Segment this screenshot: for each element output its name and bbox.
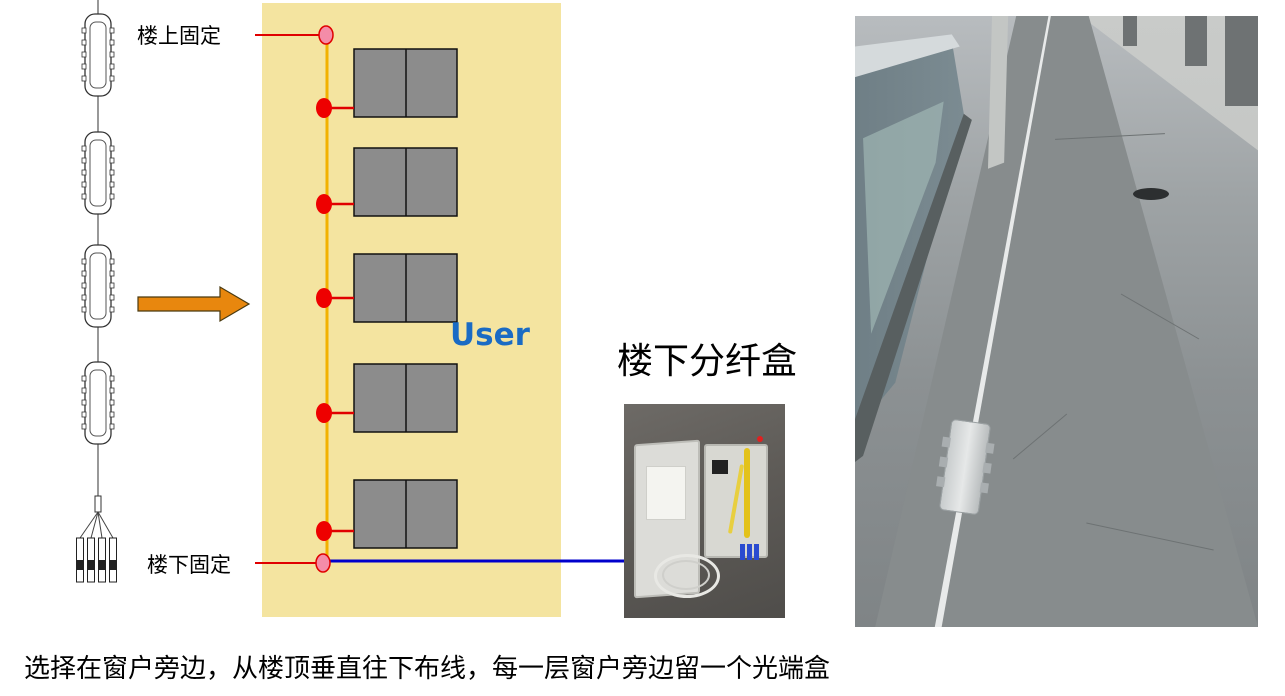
prefab-clip xyxy=(81,387,87,394)
prefab-clip xyxy=(109,193,115,200)
caption: 选择在窗户旁边，从楼顶垂直往下布线，每一层窗户旁边留一个光端盒 xyxy=(24,654,831,684)
column xyxy=(987,16,1009,169)
corridor-window xyxy=(1225,16,1258,106)
prefab-clip xyxy=(109,270,115,277)
prefab-clip xyxy=(81,39,87,46)
prefab-clip xyxy=(81,423,87,430)
fiber-connector-band xyxy=(87,560,95,570)
splitter-module xyxy=(712,460,728,474)
prefab-clip xyxy=(81,27,87,34)
fixing-point-icon xyxy=(318,25,334,45)
fixing-point-icon xyxy=(315,553,331,573)
connector-icon xyxy=(747,544,752,560)
label-bottom-fixed: 楼下固定 xyxy=(147,553,231,577)
prefab-unit-inner xyxy=(89,252,107,320)
prefab-clip xyxy=(81,51,87,58)
fiber-connector-band xyxy=(98,560,106,570)
cable-coil xyxy=(654,554,720,598)
prefab-clip xyxy=(81,193,87,200)
prefab-clip xyxy=(109,27,115,34)
prefab-clip xyxy=(109,423,115,430)
clamp-tab xyxy=(979,482,989,494)
clamp-tab xyxy=(985,442,995,454)
prefab-clip xyxy=(81,63,87,70)
cable-coil xyxy=(662,560,710,590)
prefab-clip xyxy=(109,63,115,70)
prefab-clip xyxy=(81,306,87,313)
clamp-tab xyxy=(982,462,992,474)
prefab-clip xyxy=(109,399,115,406)
terminal-box-icon xyxy=(316,403,332,423)
fanout-fiber xyxy=(90,511,99,539)
indicator-light xyxy=(757,436,763,442)
prefab-clip xyxy=(81,157,87,164)
floors xyxy=(316,48,458,549)
prefab-clip xyxy=(109,181,115,188)
corridor-window xyxy=(1185,16,1207,66)
prefab-clip xyxy=(81,169,87,176)
prefab-unit-inner xyxy=(89,369,107,437)
clamp-tab xyxy=(938,456,949,468)
prefab-clip xyxy=(81,270,87,277)
fanout-fiber xyxy=(97,511,103,539)
prefab-clip xyxy=(109,157,115,164)
prefab-clip xyxy=(81,258,87,265)
prefab-clip xyxy=(81,75,87,82)
prefab-clip xyxy=(109,145,115,152)
prefab-clip xyxy=(109,39,115,46)
prefab-clip xyxy=(109,387,115,394)
box-label-sheet xyxy=(646,466,686,520)
prefab-clip xyxy=(81,399,87,406)
fiber-connector-band xyxy=(76,560,84,570)
prefab-clip xyxy=(109,51,115,58)
prefab-clip xyxy=(81,145,87,152)
terminal-box-icon xyxy=(316,288,332,308)
prefab-clip xyxy=(81,181,87,188)
prefab-clip xyxy=(109,258,115,265)
terminal-box-icon xyxy=(316,194,332,214)
prefab-unit-inner xyxy=(89,139,107,207)
label-top-fixed: 楼上固定 xyxy=(137,24,221,48)
prefab-clip xyxy=(109,306,115,313)
prefab-clip xyxy=(81,411,87,418)
fiber-connector-band xyxy=(109,560,117,570)
splitter-box-photo xyxy=(624,404,785,618)
connector-icon xyxy=(740,544,745,560)
prefab-clip xyxy=(109,294,115,301)
prefab-clip xyxy=(109,375,115,382)
prefab-clip xyxy=(81,375,87,382)
clamp-tab xyxy=(941,436,951,448)
fanout-fiber xyxy=(97,511,114,539)
right-arrow-icon xyxy=(137,285,251,323)
terminal-box-icon xyxy=(316,521,332,541)
fanout-body xyxy=(94,495,102,513)
prefab-clip xyxy=(81,294,87,301)
prefab-clip xyxy=(81,282,87,289)
prefab-clip xyxy=(109,75,115,82)
fiber-cable xyxy=(744,448,750,538)
prefab-unit-icon xyxy=(84,131,112,215)
fanout-fiber xyxy=(79,511,99,539)
corridor-window xyxy=(1123,16,1137,46)
prefab-clip xyxy=(109,169,115,176)
prefab-unit-icon xyxy=(84,244,112,328)
connector-icon xyxy=(754,544,759,560)
clamp-tab xyxy=(936,476,946,488)
prefab-unit-icon xyxy=(84,13,112,97)
prefab-unit-inner xyxy=(89,21,107,89)
corridor-photo xyxy=(855,16,1258,627)
prefab-unit-icon xyxy=(84,361,112,445)
prefab-clip xyxy=(109,282,115,289)
prefab-cable-icon xyxy=(76,0,117,583)
drain-cover xyxy=(1133,188,1169,200)
prefab-clip xyxy=(109,411,115,418)
terminal-box-icon xyxy=(316,98,332,118)
splitter-box-title: 楼下分纤盒 xyxy=(617,341,798,382)
user-label: User xyxy=(450,317,530,353)
